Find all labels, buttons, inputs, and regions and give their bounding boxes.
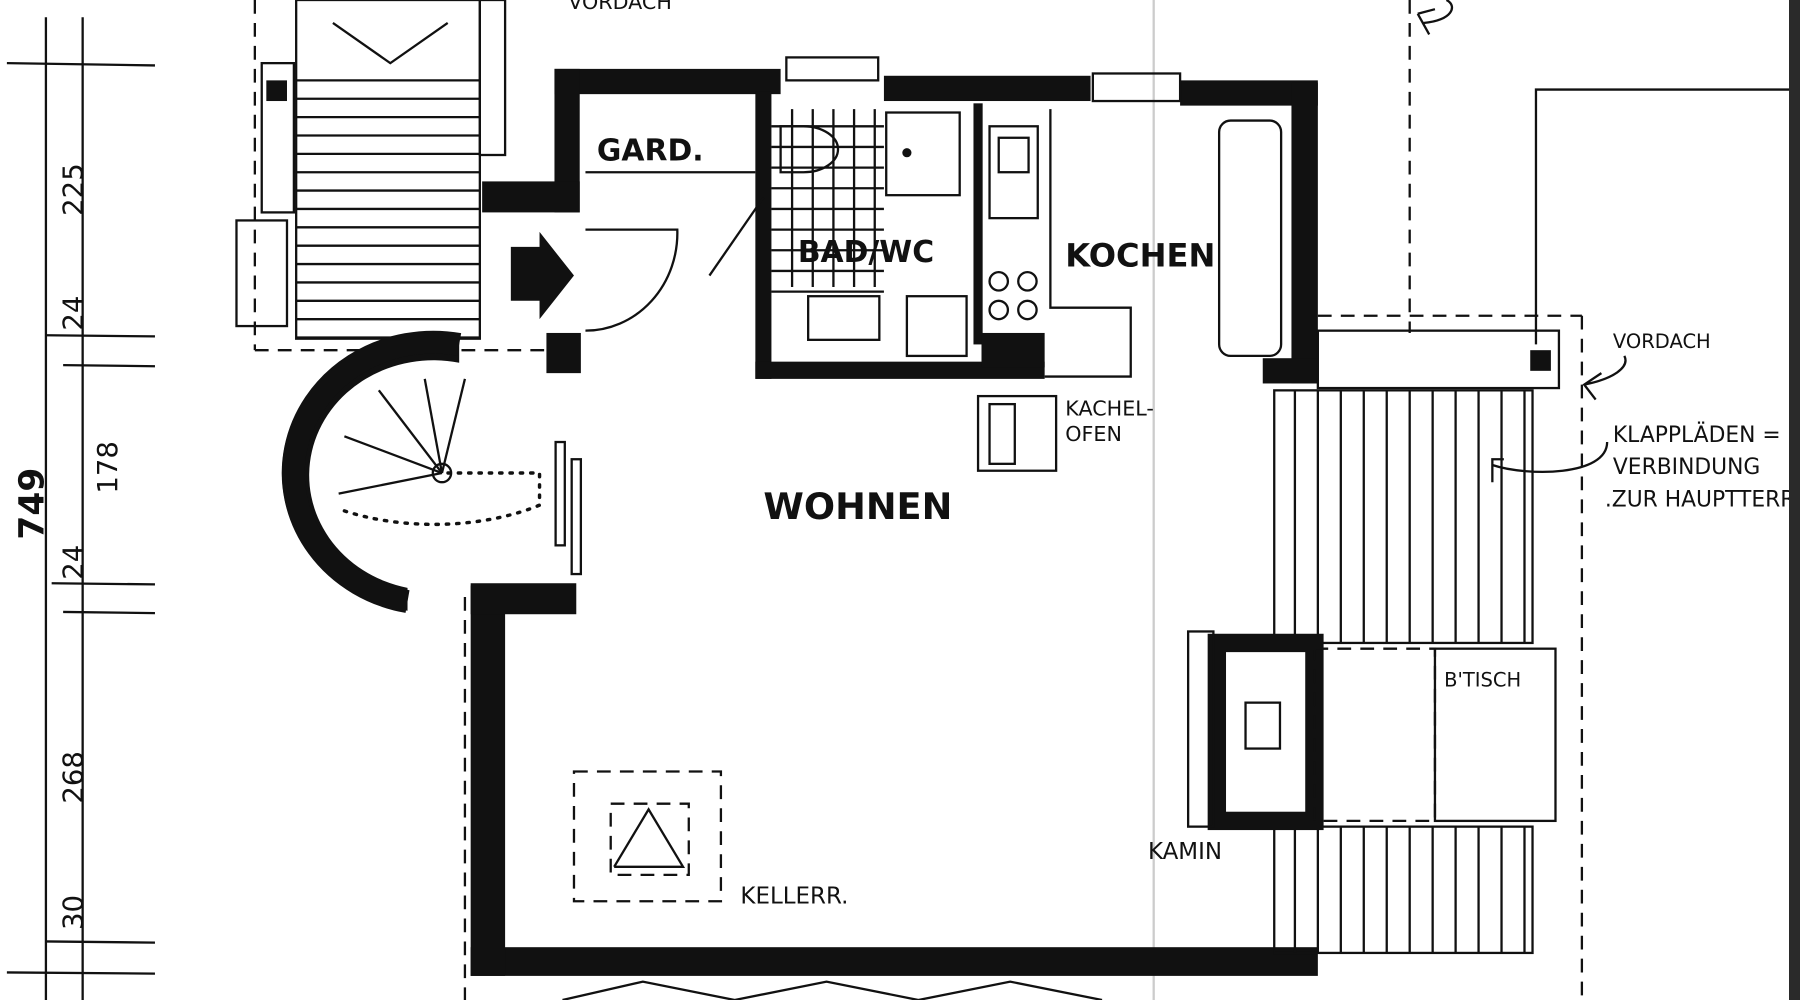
terrace-decking — [1273, 329, 1561, 955]
vordach-top-arrow-icon — [1416, 0, 1453, 36]
label-kellerr: KELLERR. — [740, 884, 848, 910]
note-line-3: .ZUR HAUPTTERR — [1605, 487, 1796, 512]
label-btisch: B'TISCH — [1444, 669, 1521, 692]
image-edge — [1789, 0, 1800, 1000]
bathroom-fixtures — [708, 109, 968, 358]
label-kamin: KAMIN — [1148, 839, 1222, 865]
dim-24b: 24 — [58, 545, 90, 580]
label-kachelofen-2: OFEN — [1065, 422, 1122, 446]
dim-30: 30 — [58, 895, 90, 930]
dim-268: 268 — [58, 751, 90, 804]
label-wohnen: WOHNEN — [763, 485, 952, 528]
label-kachelofen-1: KACHEL- — [1065, 397, 1154, 421]
spiral-stair — [338, 378, 583, 576]
main-house-outline — [1534, 88, 1800, 345]
kitchen-fixtures — [976, 109, 1283, 472]
dim-225: 225 — [58, 163, 90, 216]
walls — [281, 56, 1318, 976]
entrance-arrow-icon — [510, 231, 574, 320]
dimension-chain: 749 225 24 178 24 268 30 — [6, 17, 155, 1000]
cellar-hatch — [572, 770, 723, 903]
note-leader-line — [1491, 441, 1609, 483]
entrance-door-swing[interactable] — [585, 228, 679, 332]
note-line-2: VERBINDUNG — [1613, 455, 1760, 480]
vordach-arrow-icon — [1582, 355, 1627, 401]
label-vordach-top: VORDACH — [568, 0, 672, 14]
exterior-stair — [235, 0, 507, 340]
fireplace — [1186, 630, 1324, 831]
label-vordach-right: VORDACH — [1613, 330, 1711, 353]
label-gard: GARD. — [597, 134, 704, 169]
dim-total: 749 — [13, 468, 53, 540]
roof-outline-dashed — [253, 0, 1584, 1000]
label-bad-wc: BAD/WC — [798, 235, 934, 270]
dim-178: 178 — [92, 441, 124, 494]
dim-24a: 24 — [58, 296, 90, 331]
note-line-1: KLAPPLÄDEN = — [1613, 422, 1781, 448]
label-kochen: KOCHEN — [1065, 236, 1215, 274]
patio-doors — [562, 980, 1103, 1000]
